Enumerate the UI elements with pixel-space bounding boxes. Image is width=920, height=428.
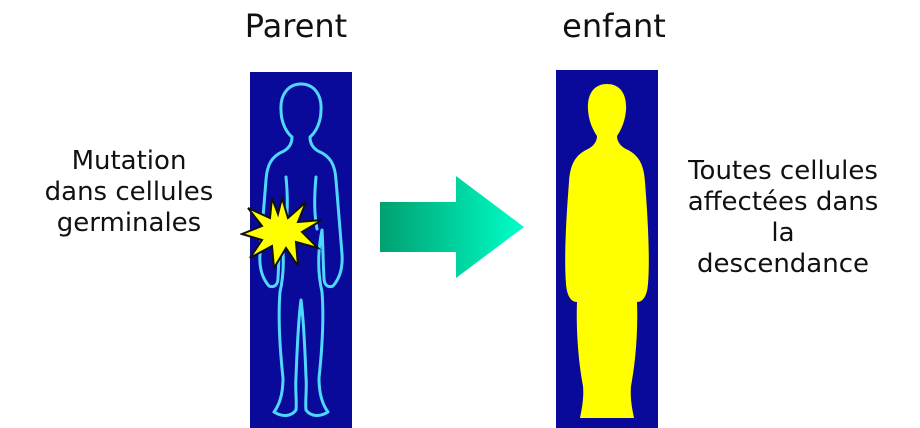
outcome-label-line: affectées dans: [652, 187, 914, 218]
mutation-starburst-icon: [240, 196, 324, 270]
outcome-label: Toutes cellules affectées dans la descen…: [652, 156, 914, 280]
parent-title: Parent: [196, 6, 396, 46]
mutation-label: Mutation dans cellules germinales: [20, 146, 238, 239]
child-body-silhouette-icon: [556, 70, 658, 428]
child-title: enfant: [514, 6, 714, 46]
outcome-label-line: Toutes cellules: [652, 156, 914, 187]
mutation-label-line: dans cellules: [20, 177, 238, 208]
outcome-label-line: la: [652, 218, 914, 249]
child-figure-panel: [556, 70, 658, 428]
mutation-label-line: germinales: [20, 208, 238, 239]
outcome-label-line: descendance: [652, 249, 914, 280]
mutation-label-line: Mutation: [20, 146, 238, 177]
transmission-arrow-icon: [380, 176, 524, 278]
